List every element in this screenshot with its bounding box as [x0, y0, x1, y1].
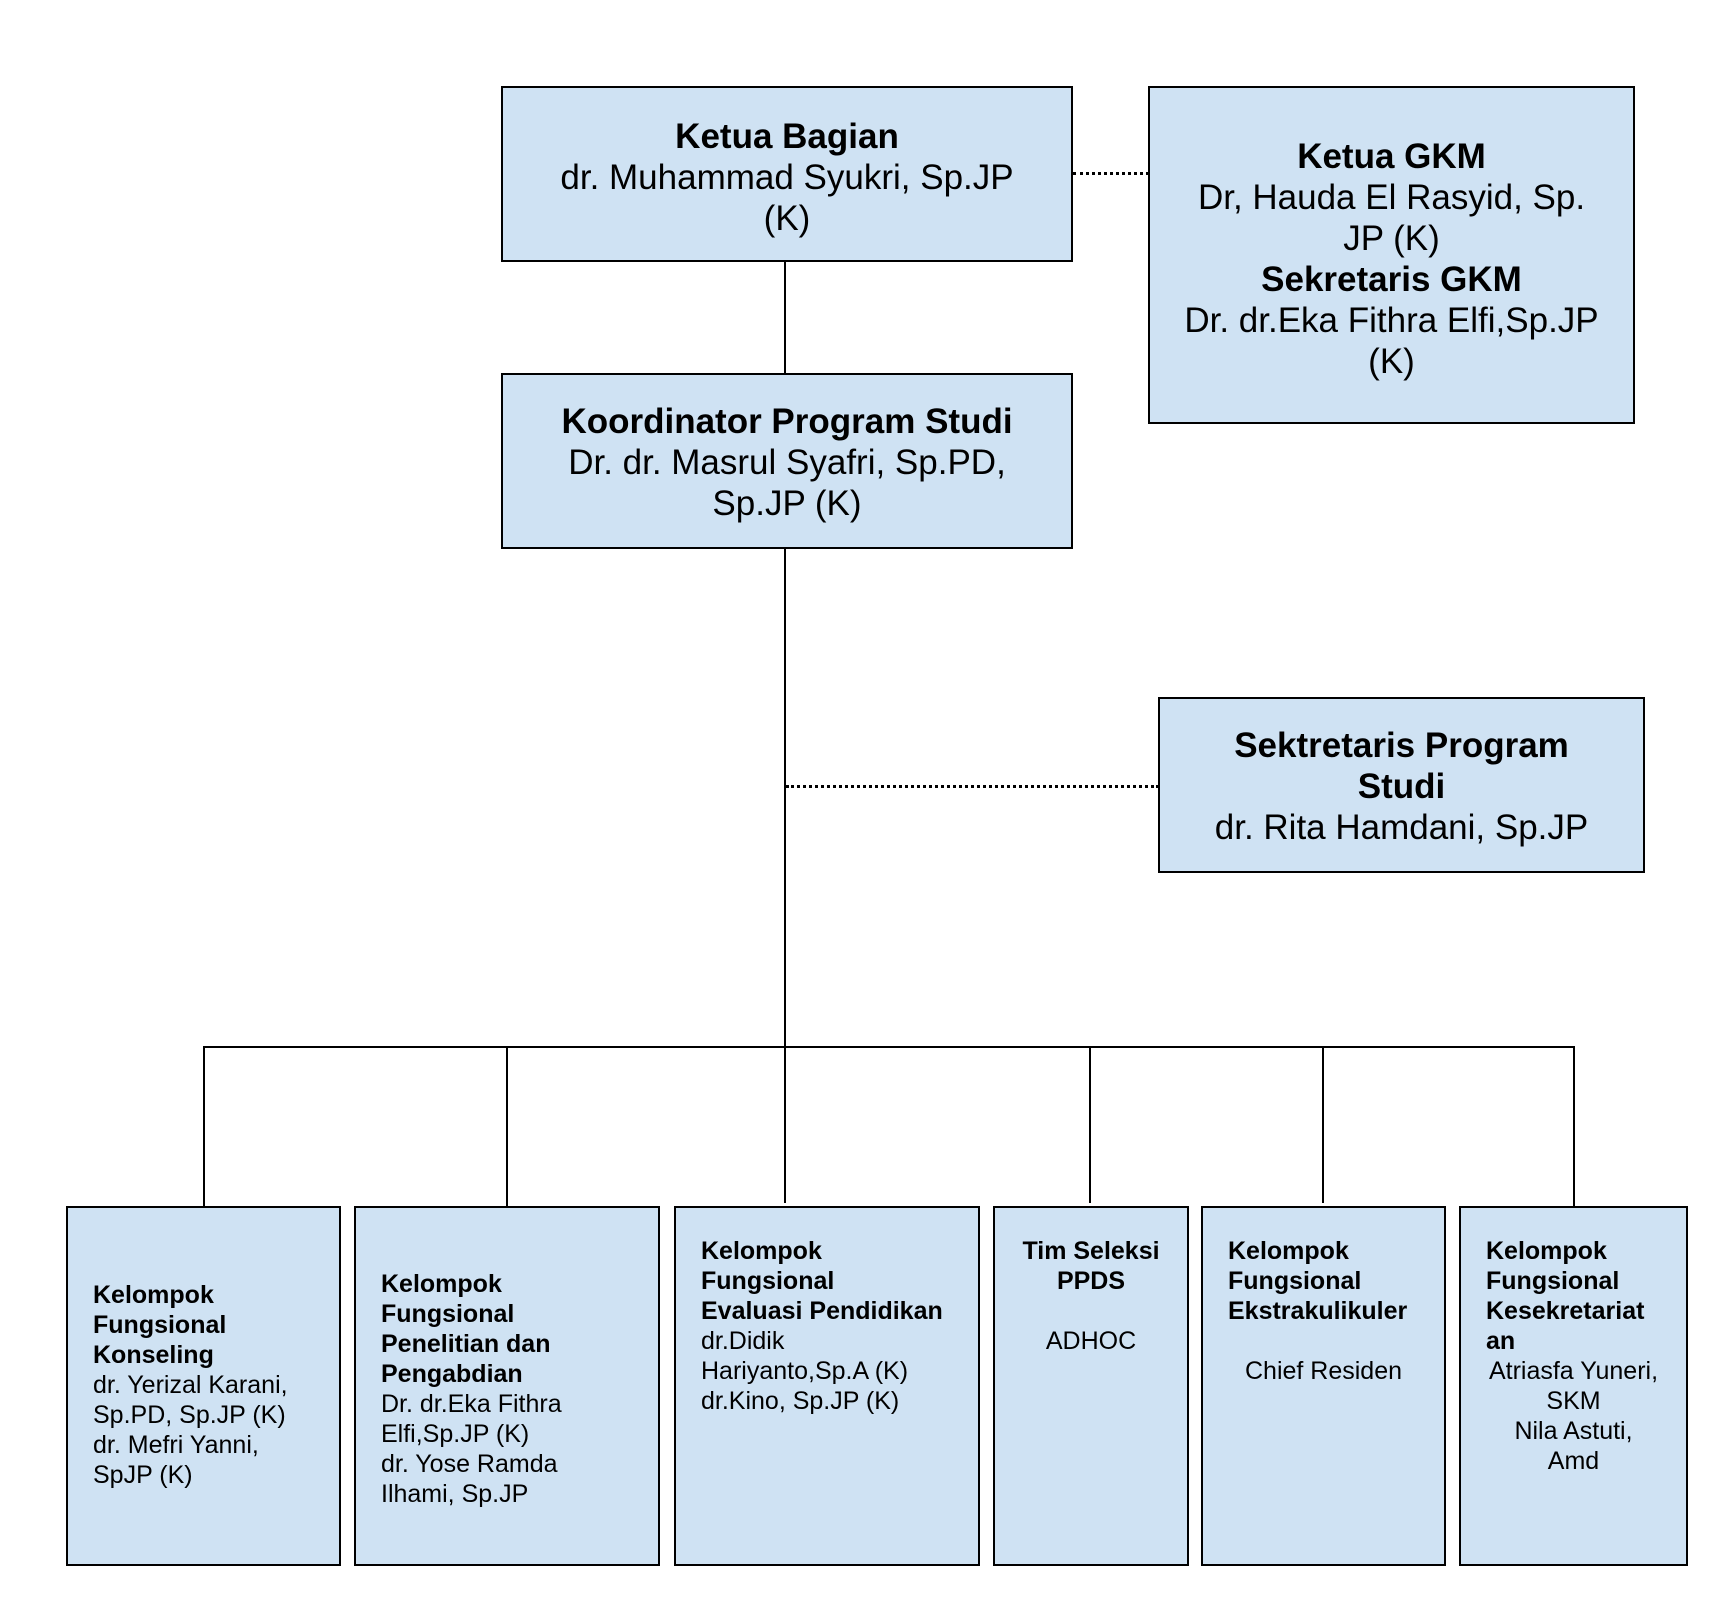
connector-ketua-koordinator: [784, 262, 786, 374]
connector-koordinator-bus: [784, 547, 786, 1048]
drop-line-1: [203, 1048, 205, 1206]
ketua-bagian-box: Ketua Bagian dr. Muhammad Syukri, Sp.JP …: [501, 86, 1073, 262]
group-members: Chief Residen: [1244, 1357, 1403, 1385]
dotted-connector-sekretaris-prodi: [786, 785, 1159, 788]
horizontal-bus: [203, 1046, 1575, 1048]
koordinator-box: Koordinator Program Studi Dr. dr. Masrul…: [501, 373, 1073, 549]
ketua-gkm-title: Ketua GKM: [1297, 137, 1486, 176]
ketua-bagian-title: Ketua Bagian: [675, 117, 899, 156]
koordinator-name: Dr. dr. Masrul Syafri, Sp.PD, Sp.JP (K): [568, 443, 1006, 523]
koordinator-title: Koordinator Program Studi: [561, 402, 1013, 441]
sekretaris-prodi-name: dr. Rita Hamdani, Sp.JP: [1214, 808, 1589, 847]
drop-line-6: [1573, 1048, 1575, 1206]
group-members: dr. Yerizal Karani,Sp.PD, Sp.JP (K)dr. M…: [93, 1371, 288, 1489]
drop-line-4: [1089, 1048, 1091, 1203]
sekretaris-prodi-title: Sektretaris Program Studi: [1234, 726, 1569, 806]
group-members: ADHOC: [1045, 1327, 1137, 1355]
ketua-bagian-name: dr. Muhammad Syukri, Sp.JP (K): [560, 158, 1014, 238]
gkm-box: Ketua GKM Dr, Hauda El Rasyid, Sp. JP (K…: [1148, 86, 1635, 424]
drop-line-5: [1322, 1048, 1324, 1203]
sekretaris-prodi-box: Sektretaris Program Studi dr. Rita Hamda…: [1158, 697, 1645, 873]
drop-line-3: [784, 1048, 786, 1203]
sekretaris-gkm-name: Dr. dr.Eka Fithra Elfi,Sp.JP (K): [1184, 301, 1599, 381]
drop-line-2: [506, 1048, 508, 1206]
ketua-gkm-name: Dr, Hauda El Rasyid, Sp. JP (K): [1197, 178, 1586, 258]
dotted-connector-gkm: [1073, 172, 1149, 175]
sekretaris-gkm-title: Sekretaris GKM: [1261, 260, 1522, 299]
